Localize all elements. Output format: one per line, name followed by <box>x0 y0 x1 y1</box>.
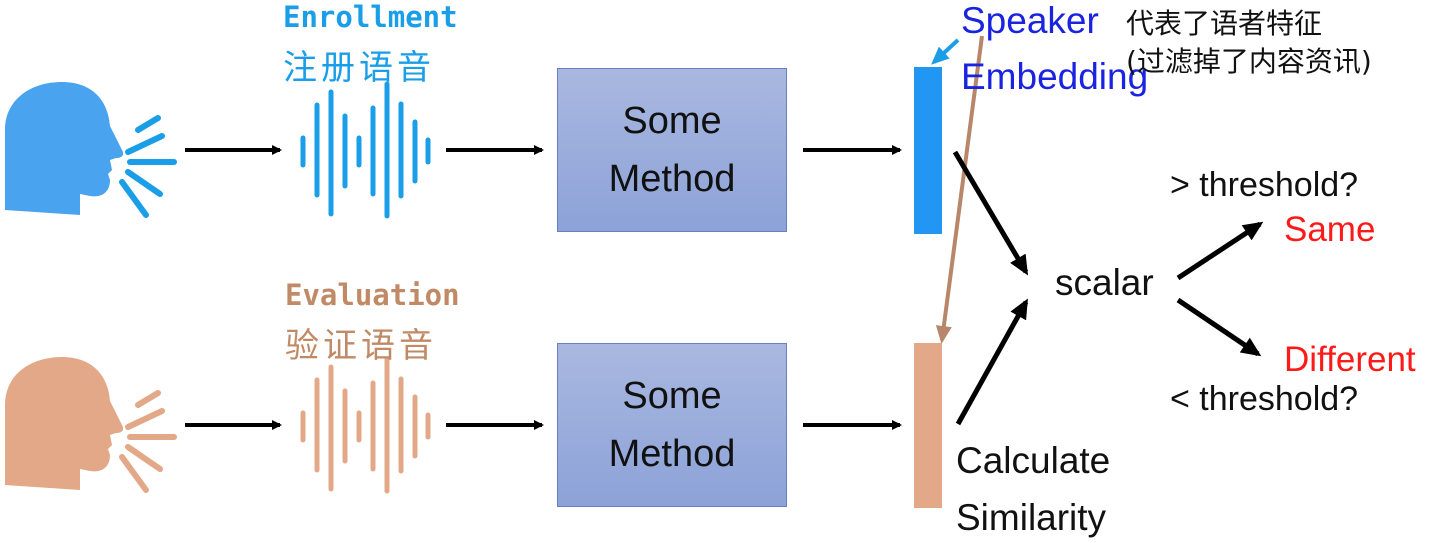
calculate-similarity-line1: Calculate <box>956 440 1111 481</box>
method-box-line1: Some <box>622 100 722 142</box>
method-box-enrollment: Some Method <box>557 68 787 232</box>
arrow-embed-bottom-to-scalar <box>955 298 1029 426</box>
lower-threshold-label: < threshold? <box>1170 380 1359 418</box>
evaluation-title: Evaluation <box>285 278 460 312</box>
embedding-to-evaluation-arrow <box>935 35 984 344</box>
enrollment-title: Enrollment <box>283 0 458 34</box>
embedding-note-line2: (过滤掉了内容资讯) <box>1126 45 1372 78</box>
method-box-line2: Method <box>608 433 736 475</box>
evaluation-subtitle: 验证语音 <box>285 326 437 366</box>
arrow-scalar-to-different <box>1176 297 1262 357</box>
enrollment-embedding-bar <box>914 67 942 234</box>
enrollment-subtitle: 注册语音 <box>283 48 435 88</box>
scalar-label: scalar <box>1055 262 1154 303</box>
calculate-similarity-line2: Similarity <box>956 497 1107 538</box>
enrollment-waveform-icon <box>300 81 431 219</box>
different-result-label: Different <box>1284 340 1416 379</box>
speaker-embedding-label-line2: Embedding <box>961 56 1149 97</box>
evaluation-embedding-bar <box>914 343 942 508</box>
method-box-line2: Method <box>608 158 736 200</box>
method-box-evaluation: Some Method <box>557 343 787 507</box>
arrow-scalar-to-same <box>1176 221 1264 281</box>
speaker-embedding-label-line1: Speaker <box>961 0 1099 41</box>
embedding-note-line1: 代表了语者特征 <box>1126 7 1323 40</box>
enrollment-head-icon <box>5 82 177 218</box>
label-pointer-arrow <box>931 38 960 65</box>
method-box-line1: Some <box>622 375 722 417</box>
evaluation-waveform-icon <box>300 356 431 494</box>
upper-threshold-label: > threshold? <box>1170 166 1359 204</box>
same-result-label: Same <box>1284 210 1376 249</box>
arrow-embed-top-to-scalar <box>952 150 1029 276</box>
evaluation-head-icon <box>5 357 177 493</box>
